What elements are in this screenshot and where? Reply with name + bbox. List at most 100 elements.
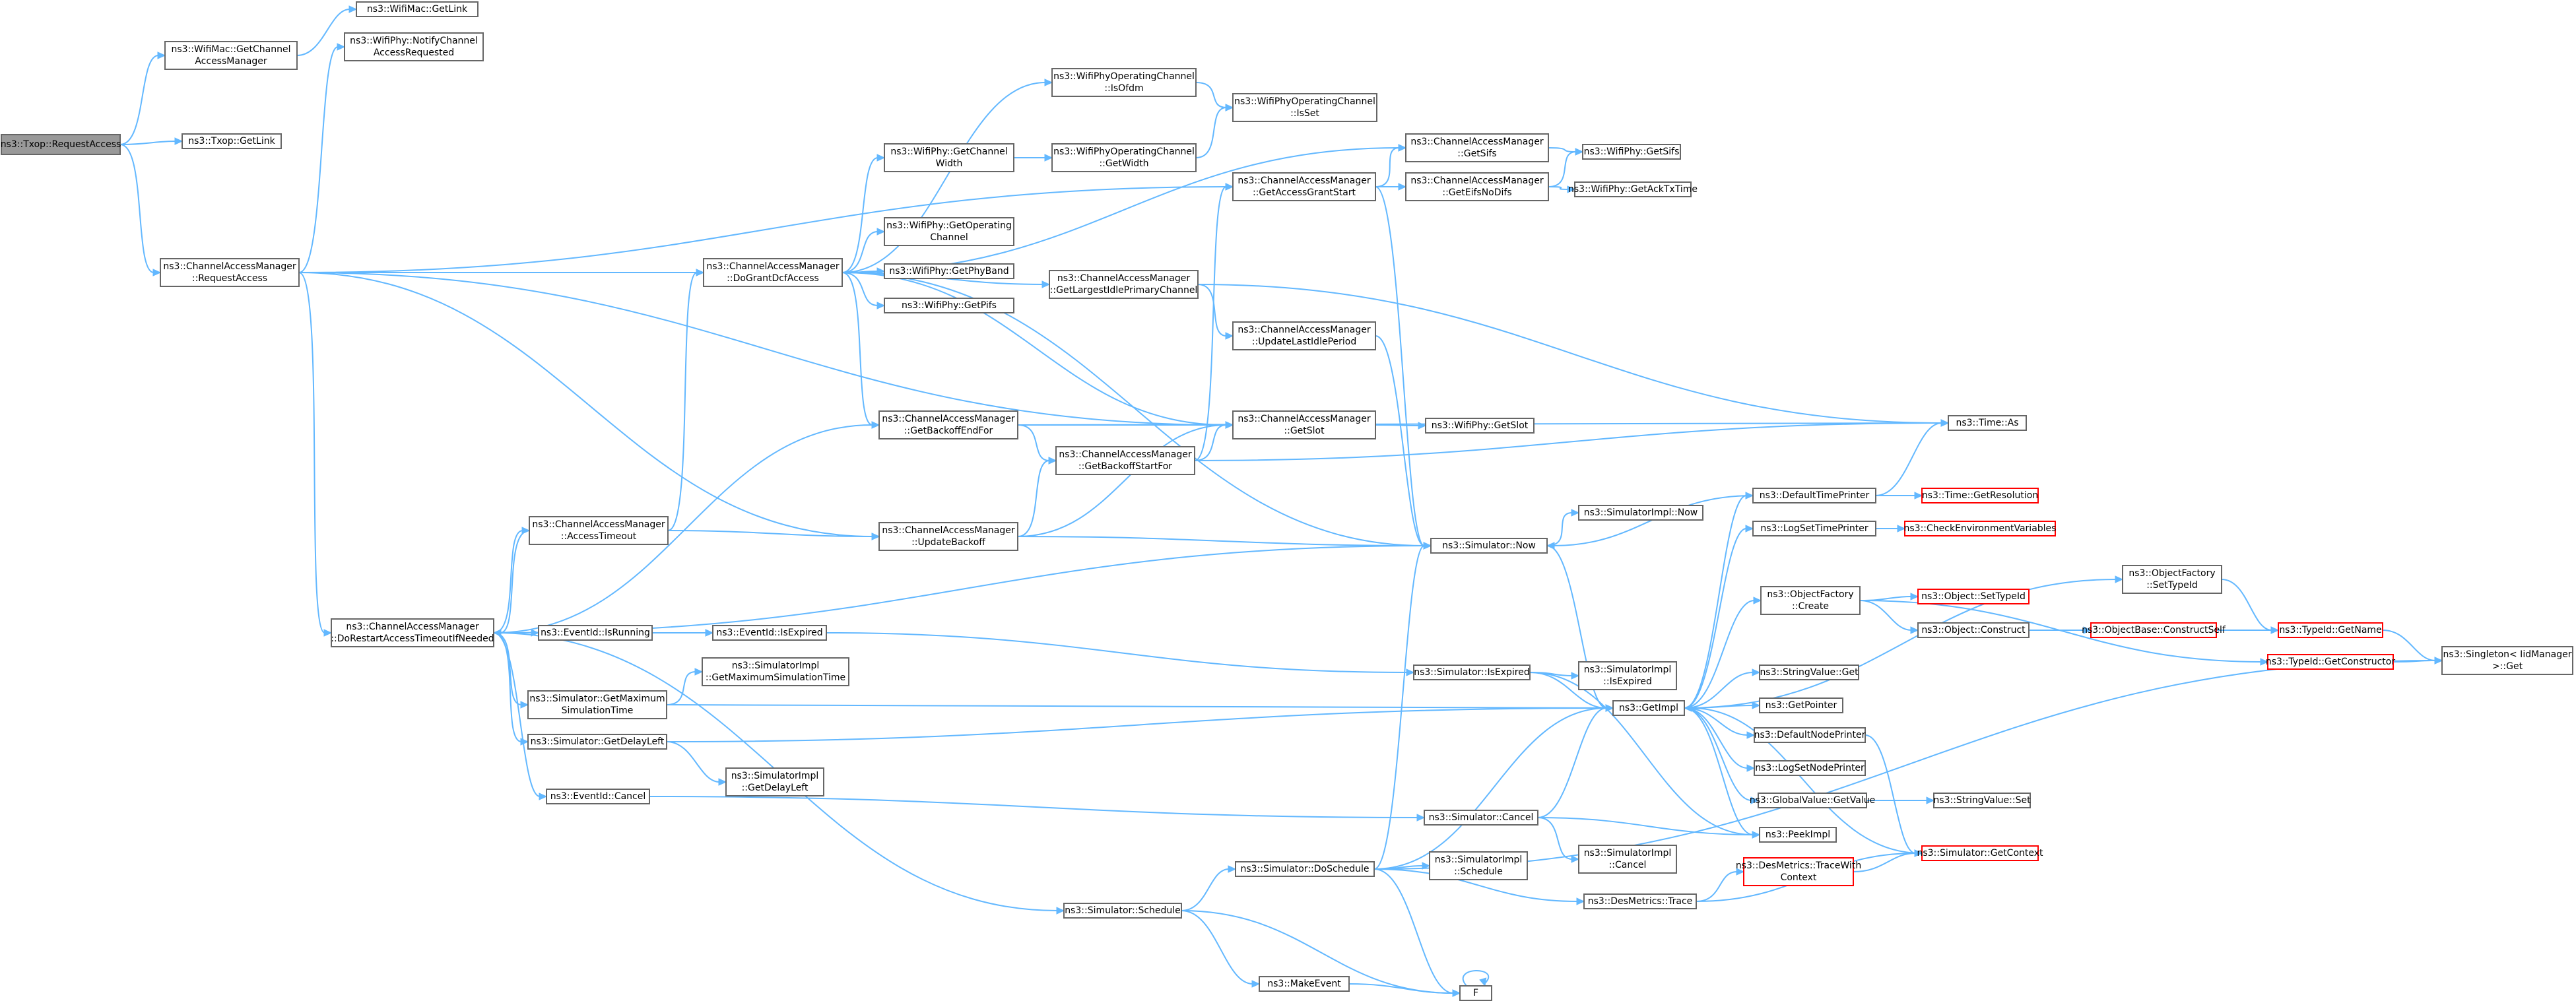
node-getlink_mac[interactable]: ns3::WifiMac::GetLink <box>356 1 479 17</box>
node-label: ns3::Simulator::IsExpired <box>1414 667 1530 678</box>
edge-arrowhead <box>1897 525 1906 533</box>
node-getpifs[interactable]: ns3::WifiPhy::GetPifs <box>884 298 1014 313</box>
node-cam_geteifs[interactable]: ns3::ChannelAccessManager::GetEifsNoDifs <box>1405 172 1549 201</box>
node-getres[interactable]: ns3::Time::GetResolution <box>1921 488 2039 503</box>
node-txop_getlink[interactable]: ns3::Txop::GetLink <box>182 133 282 149</box>
node-isofdm[interactable]: ns3::WifiPhyOperatingChannel::IsOfdm <box>1051 68 1197 97</box>
node-dorestart[interactable]: ns3::ChannelAccessManager::DoRestartAcce… <box>331 618 494 647</box>
edge-arrowhead <box>337 43 346 51</box>
node-objsettype[interactable]: ns3::Object::SetTypeId <box>1917 589 2030 604</box>
edge-arrowhead <box>1422 862 1431 870</box>
node-box <box>1425 418 1535 434</box>
node-label: ns3::DesMetrics::TraceWith <box>1736 860 1861 871</box>
node-simcancel[interactable]: ns3::Simulator::Cancel <box>1424 810 1538 826</box>
node-box <box>2267 654 2394 670</box>
node-updbackoff[interactable]: ns3::ChannelAccessManager::UpdateBackoff <box>878 522 1018 551</box>
node-getpointer[interactable]: ns3::GetPointer <box>1759 697 1843 713</box>
node-desmtrace[interactable]: ns3::DesMetrics::Trace <box>1583 893 1697 909</box>
node-objconstruct[interactable]: ns3::Object::Construct <box>1917 622 2030 638</box>
node-gvget[interactable]: ns3::GlobalValue::GetValue <box>1750 793 1875 808</box>
node-label: ns3::PeekImpl <box>1766 829 1830 840</box>
node-evcancel[interactable]: ns3::EventId::Cancel <box>546 789 650 804</box>
node-logsetnode[interactable]: ns3::LogSetNodePrinter <box>1754 760 1866 776</box>
node-phy_getsifs[interactable]: ns3::WifiPhy::GetSifs <box>1582 144 1681 160</box>
node-singleton[interactable]: ns3::Singleton< IidManager>::Get <box>2441 646 2573 675</box>
node-simgetctx[interactable]: ns3::Simulator::GetContext <box>1917 845 2043 861</box>
edge-line <box>1197 284 1227 337</box>
node-notify[interactable]: ns3::WifiPhy::NotifyChannelAccessRequest… <box>344 32 484 61</box>
node-constructself[interactable]: ns3::ObjectBase::ConstructSelf <box>2082 622 2226 638</box>
node-getmaxsim[interactable]: ns3::Simulator::GetMaximumSimulationTime <box>527 690 667 719</box>
node-root[interactable]: ns3::Txop::RequestAccess <box>1 134 121 155</box>
node-cam_getslot[interactable]: ns3::ChannelAccessManager::GetSlot <box>1232 410 1376 439</box>
node-updlastidle[interactable]: ns3::ChannelAccessManager::UpdateLastIdl… <box>1232 321 1376 350</box>
node-box <box>1459 985 1492 1001</box>
node-label: ns3::StringValue::Get <box>1760 667 1859 678</box>
edge-line <box>1696 871 1738 902</box>
node-sim_isexp[interactable]: ns3::Simulator::IsExpired <box>1413 665 1531 680</box>
edge-arrowhead <box>871 533 880 540</box>
edge-arrowhead <box>1914 492 1923 500</box>
node-label: ns3::DesMetrics::Trace <box>1588 896 1693 907</box>
edge-dorestart-to-getmaxsim <box>493 632 529 709</box>
node-label: ::UpdateLastIdlePeriod <box>1252 337 1356 347</box>
node-impl_sched[interactable]: ns3::SimulatorImpl::Schedule <box>1429 851 1528 880</box>
node-isset[interactable]: ns3::WifiPhyOperatingChannel::IsSet <box>1232 93 1377 122</box>
node-getimpl[interactable]: ns3::GetImpl <box>1612 700 1685 716</box>
node-simschedule[interactable]: ns3::Simulator::Schedule <box>1063 903 1182 919</box>
edge-line <box>1548 186 1569 190</box>
node-impl_isexp[interactable]: ns3::SimulatorImpl::IsExpired <box>1578 661 1677 690</box>
edge-isexpired-to-sim_isexp <box>826 632 1415 676</box>
node-impl_getdelay[interactable]: ns3::SimulatorImpl::GetDelayLeft <box>725 767 824 796</box>
node-getdelayleft[interactable]: ns3::Simulator::GetDelayLeft <box>527 734 667 750</box>
node-strset[interactable]: ns3::StringValue::Set <box>1933 793 2031 808</box>
node-phy_getslot[interactable]: ns3::WifiPhy::GetSlot <box>1425 418 1535 434</box>
node-accesstimeout[interactable]: ns3::ChannelAccessManager::AccessTimeout <box>529 516 669 545</box>
edge-line <box>1548 151 1577 187</box>
node-dogrant[interactable]: ns3::ChannelAccessManager::DoGrantDcfAcc… <box>703 258 843 287</box>
edge-simnow-to-simimplnow <box>1546 509 1580 546</box>
node-label: ::Schedule <box>1454 866 1503 877</box>
node-doschedule[interactable]: ns3::Simulator::DoSchedule <box>1235 861 1375 877</box>
node-simnow[interactable]: ns3::Simulator::Now <box>1430 538 1548 554</box>
edge-line <box>1684 579 2117 709</box>
node-getlargest[interactable]: ns3::ChannelAccessManager::GetLargestIdl… <box>1049 270 1199 299</box>
node-impl_getmax[interactable]: ns3::SimulatorImpl::GetMaximumSimulation… <box>702 657 849 686</box>
node-label: ns3::EventId::IsExpired <box>716 628 822 638</box>
node-typegetctor[interactable]: ns3::TypeId::GetConstructor <box>2266 654 2395 670</box>
node-box <box>1424 810 1538 826</box>
node-logsettime[interactable]: ns3::LogSetTimePrinter <box>1752 521 1876 536</box>
node-checkenv[interactable]: ns3::CheckEnvironmentVariables <box>1904 521 2057 536</box>
node-F[interactable]: F <box>1459 985 1492 1001</box>
node-label: ::AccessTimeout <box>561 531 637 542</box>
node-typegetname[interactable]: ns3::TypeId::GetName <box>2278 622 2383 638</box>
node-objfactsettype[interactable]: ns3::ObjectFactory::SetTypeId <box>2122 565 2222 594</box>
node-strget[interactable]: ns3::StringValue::Get <box>1759 665 1859 680</box>
node-defaulttime[interactable]: ns3::DefaultTimePrinter <box>1752 488 1876 503</box>
node-defnodeprinter[interactable]: ns3::DefaultNodePrinter <box>1754 727 1866 743</box>
edge-arrowhead <box>696 269 705 276</box>
node-timeas[interactable]: ns3::Time::As <box>1948 415 2027 431</box>
node-getbackoffstart[interactable]: ns3::ChannelAccessManager::GetBackoffSta… <box>1055 446 1195 475</box>
edge-arrowhead <box>1225 104 1234 112</box>
node-getbackoffend[interactable]: ns3::ChannelAccessManager::GetBackoffEnd… <box>878 410 1018 439</box>
node-label: ns3::ChannelAccessManager <box>1238 414 1371 424</box>
node-label: ::GetAccessGrantStart <box>1253 187 1356 198</box>
node-getphyband[interactable]: ns3::WifiPhy::GetPhyBand <box>884 263 1014 279</box>
node-getaccessgrant[interactable]: ns3::ChannelAccessManager::GetAccessGran… <box>1232 172 1376 201</box>
node-cam_req[interactable]: ns3::ChannelAccessManager::RequestAccess <box>160 258 300 287</box>
node-getacktx[interactable]: ns3::WifiPhy::GetAckTxTime <box>1568 181 1698 197</box>
node-isrunning[interactable]: ns3::EventId::IsRunning <box>538 625 653 641</box>
node-getwidth[interactable]: ns3::WifiPhyOperatingChannel::GetWidth <box>1051 143 1197 172</box>
node-peekimpl[interactable]: ns3::PeekImpl <box>1759 827 1837 843</box>
node-impl_cancel[interactable]: ns3::SimulatorImpl::Cancel <box>1578 845 1677 874</box>
node-objfactcreate[interactable]: ns3::ObjectFactory::Create <box>1760 586 1861 615</box>
node-makeevent[interactable]: ns3::MakeEvent <box>1259 976 1350 992</box>
node-isexpired[interactable]: ns3::EventId::IsExpired <box>712 625 827 641</box>
node-cam_getsifs[interactable]: ns3::ChannelAccessManager::GetSifs <box>1405 133 1549 162</box>
node-simimplnow[interactable]: ns3::SimulatorImpl::Now <box>1578 505 1703 521</box>
